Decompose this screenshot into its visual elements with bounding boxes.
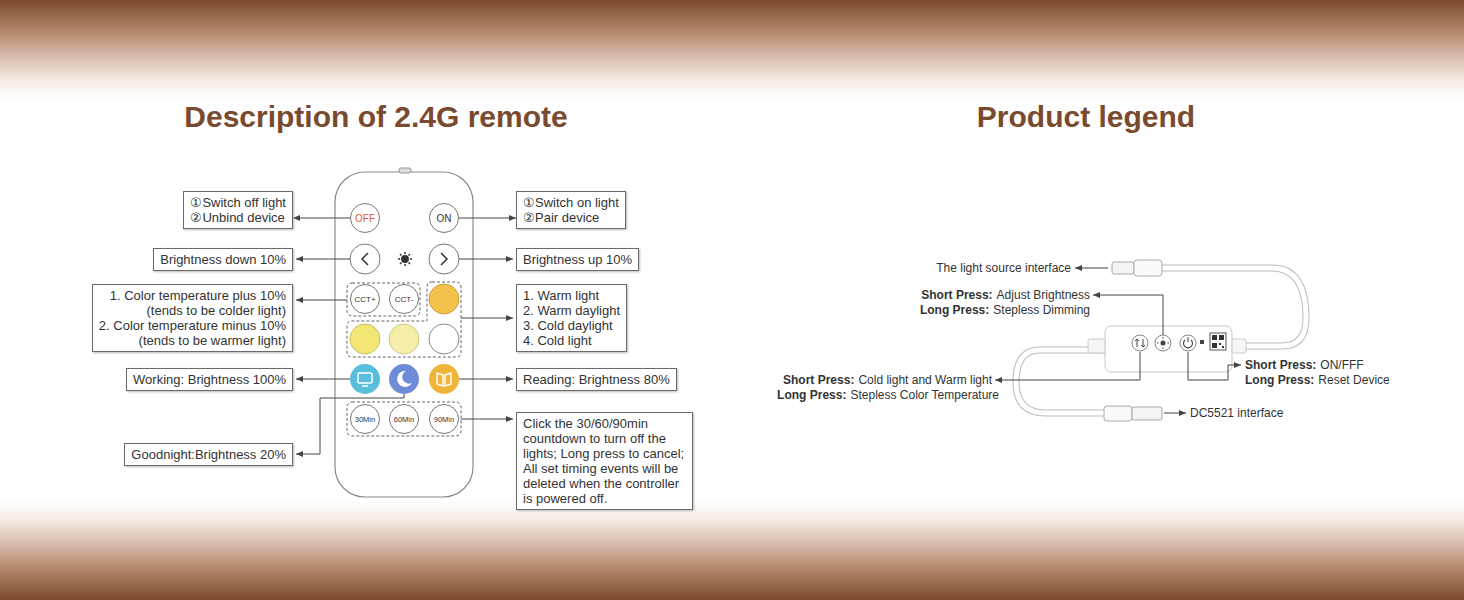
button-label: OFF: [355, 213, 375, 224]
cold-light-button: [429, 324, 459, 354]
preset-color-group: [347, 282, 461, 357]
brightness-down-button: [350, 244, 380, 274]
controller-illustration: [1016, 260, 1306, 421]
legend-line: The light source interface: [935, 261, 1072, 275]
legend-line: Short Press: Cold light and Warm light: [782, 373, 993, 387]
sun-symbol: [398, 252, 412, 266]
callout-text: ②Unbind device: [190, 210, 286, 225]
part-label: Stepless Dimming: [993, 303, 1090, 317]
remote-button: OFF: [350, 203, 380, 233]
callout-text: ①Switch off light: [190, 195, 286, 210]
callout-text: Goodnight:Brightness 20%: [131, 447, 286, 462]
press-type: Short Press:: [783, 373, 854, 387]
callout-text: 3. Cold daylight: [523, 318, 620, 333]
remote-button: CCT+: [350, 284, 380, 314]
timer-group: [347, 402, 461, 436]
legend-line: Long Press: Stepless Color Temperature: [776, 388, 1000, 402]
part-label: Adjust Brightness: [997, 288, 1090, 302]
callout-text: Reading: Brightness 80%: [523, 372, 670, 387]
reading-button: [429, 364, 459, 394]
press-type: Short Press:: [1245, 358, 1316, 372]
remote-button: CCT-: [389, 284, 419, 314]
cold-daylight-button: [389, 324, 419, 354]
cct-group: [347, 283, 420, 316]
callout-box: ①Switch on light②Pair device: [516, 191, 626, 229]
legend-line: Long Press: Reset Device: [1244, 373, 1391, 387]
press-type: Long Press:: [1245, 373, 1314, 387]
remote-button: 60Min: [389, 404, 419, 434]
section-title: Product legend: [977, 100, 1195, 134]
part-label: Reset Device: [1318, 373, 1389, 387]
goodnight-button: [389, 364, 419, 394]
callout-box: 1. Color temperature plus 10%(tends to b…: [92, 284, 293, 352]
callout-text: 4. Cold light: [523, 333, 620, 348]
part-label: The light source interface: [936, 261, 1071, 275]
button-label: CCT+: [354, 295, 375, 304]
callout-text: (tends to be colder light): [99, 303, 286, 318]
legend-line: Short Press: ON/FFF: [1244, 358, 1365, 372]
callout-box: Reading: Brightness 80%: [516, 368, 677, 391]
press-type: Long Press:: [777, 388, 846, 402]
leader-connector: [293, 218, 350, 219]
remote-body: [335, 172, 473, 497]
callout-text: 2. Color temperature minus 10%: [99, 318, 286, 333]
brightness-up-button: [429, 244, 459, 274]
press-type: Short Press:: [921, 288, 992, 302]
callout-text: Working: Brightness 100%: [133, 372, 286, 387]
part-label: DC5521 interface: [1190, 406, 1283, 420]
warm-light-button: [429, 284, 459, 314]
callout-text: Brightness down 10%: [160, 252, 286, 267]
remote-button: 30Min: [350, 404, 380, 434]
callout-box: Working: Brightness 100%: [126, 368, 293, 391]
working-button: [350, 364, 380, 394]
callout-text: 1. Color temperature plus 10%: [99, 288, 286, 303]
part-label: ON/FFF: [1320, 358, 1363, 372]
remote-button: ON: [429, 203, 459, 233]
button-label: 60Min: [394, 415, 414, 424]
legend-line: Long Press: Stepless Dimming: [919, 303, 1091, 317]
callout-box: Click the 30/60/90min countdown to turn …: [516, 412, 693, 510]
callout-text: (tends to be warmer light): [99, 333, 286, 348]
callout-text: ②Pair device: [523, 210, 619, 225]
leader-connector: [459, 218, 516, 219]
part-label: Cold light and Warm light: [858, 373, 992, 387]
remote-button: 90Min: [429, 404, 459, 434]
button-label: CCT-: [395, 295, 414, 304]
press-type: Long Press:: [920, 303, 989, 317]
button-label: 30Min: [355, 415, 375, 424]
callout-box: Brightness up 10%: [516, 248, 639, 271]
part-label: Stepless Color Temperature: [850, 388, 999, 402]
callout-text: 1. Warm light: [523, 288, 620, 303]
callout-box: 1. Warm light2. Warm daylight3. Cold day…: [516, 284, 627, 352]
callout-box: Brightness down 10%: [153, 248, 293, 271]
callout-text: Brightness up 10%: [523, 252, 632, 267]
callout-text: 2. Warm daylight: [523, 303, 620, 318]
callout-box: Goodnight:Brightness 20%: [124, 443, 293, 466]
warm-daylight-button: [350, 324, 380, 354]
legend-line: DC5521 interface: [1189, 406, 1284, 420]
button-label: 90Min: [434, 415, 454, 424]
callout-text: ①Switch on light: [523, 195, 619, 210]
legend-line: Short Press: Adjust Brightness: [920, 288, 1091, 302]
callout-text: Click the 30/60/90min countdown to turn …: [523, 416, 686, 506]
callout-box: ①Switch off light②Unbind device: [183, 191, 293, 229]
button-label: ON: [437, 213, 452, 224]
leader-lines: [296, 259, 513, 454]
legend-leader-lines: [995, 268, 1241, 413]
title: Description of 2.4G remote: [184, 100, 567, 134]
